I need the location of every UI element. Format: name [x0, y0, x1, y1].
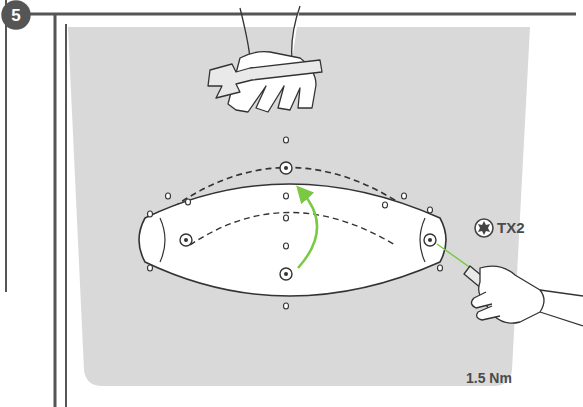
housing [68, 27, 530, 386]
step-badge: 5 [1, 0, 31, 30]
ring-inner [190, 213, 395, 246]
step-number: 5 [11, 7, 20, 24]
screw-centres [184, 166, 432, 276]
hand-wrench [208, 6, 322, 112]
rotation-arrow [298, 192, 317, 268]
panel-frame [65, 24, 67, 407]
panel-edge [5, 0, 7, 292]
panel-frame [30, 13, 576, 16]
holes [148, 137, 443, 309]
band-end [160, 218, 165, 262]
tool-size: TX2 [497, 220, 525, 235]
screws [180, 162, 436, 280]
clamp-band [139, 184, 446, 296]
panel-frame [54, 14, 57, 407]
hand-screwdriver [437, 244, 583, 326]
torque-value: 1.5 Nm [466, 371, 512, 385]
torx-icon [475, 219, 493, 237]
